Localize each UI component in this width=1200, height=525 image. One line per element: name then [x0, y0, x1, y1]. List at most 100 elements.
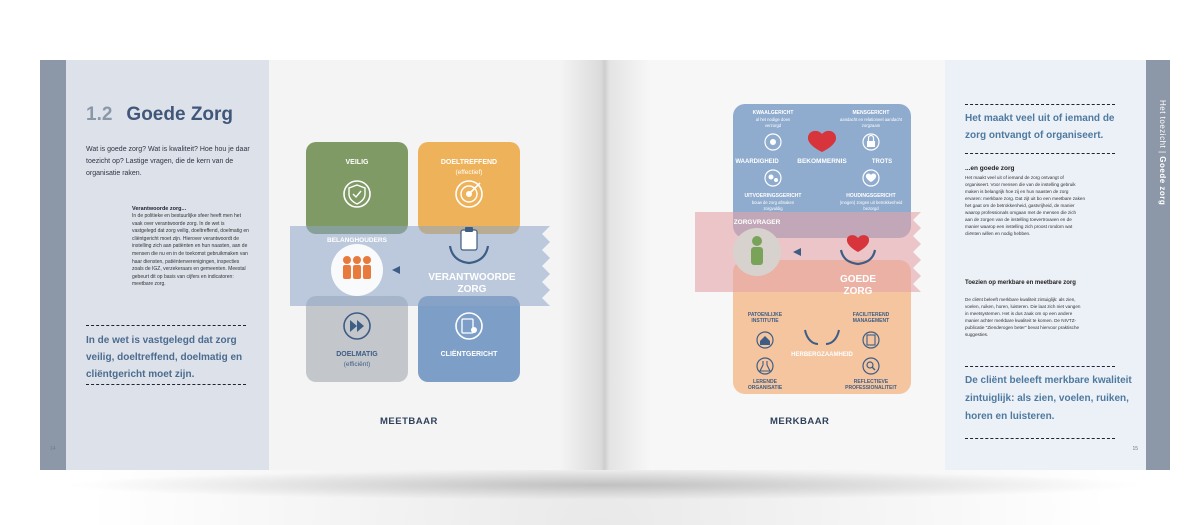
right-page-edge — [1146, 60, 1170, 470]
running-header-part2: Goede zorg — [1158, 156, 1167, 206]
people-icon — [343, 256, 371, 279]
uitvoeringsgericht-label: UITVOERINGSGERICHT — [745, 193, 802, 199]
goede-zorg-label: ZORG — [844, 286, 873, 297]
left-pull-quote: In de wet is vastgelegd dat zorg veilig,… — [86, 335, 243, 380]
kwaalgericht-sub1: al het nodige doen — [756, 117, 791, 122]
verantwoorde-label: VERANTWOORDE — [428, 272, 516, 283]
lerende-label-1: LERENDE — [753, 379, 778, 385]
right-quote2-rule-top — [965, 366, 1115, 367]
zorg-label: ZORG — [458, 284, 487, 295]
running-header: Het toezicht | Goede zorg — [1158, 100, 1167, 205]
left-page-number: 14 — [50, 446, 56, 452]
waardigheid-label: WAARDIGHEID — [735, 159, 779, 165]
bekommernis-block — [733, 104, 911, 238]
person-icon — [751, 236, 763, 265]
clipboard-hands-icon — [448, 227, 490, 265]
left-page: 1.2 Goede Zorg Wat is goede zorg? Wat is … — [40, 60, 605, 470]
flask-icon — [756, 357, 774, 375]
faciliterend-label-2: MANAGEMENT — [853, 318, 889, 324]
goede-label: GOEDE — [840, 274, 876, 285]
magnifier-icon — [862, 357, 880, 375]
fast-forward-icon — [343, 312, 371, 340]
heart-hands-icon — [839, 235, 877, 266]
right-pull-quote: Het maakt veel uit of iemand de zorg ont… — [965, 113, 1115, 141]
quote-rule-bottom — [86, 384, 246, 385]
lerende-label-2: ORGANISATIE — [748, 385, 783, 391]
section-number: 1.2 — [86, 104, 113, 125]
uitvoeringsgericht-sub1: bouw de zorg afmaken — [752, 200, 795, 205]
section-title: Goede Zorg — [126, 104, 234, 125]
uitvoeringsgericht-sub2: zorgvuldig — [763, 206, 783, 211]
meetbaar-caption: MEETBAAR — [380, 416, 438, 427]
right-quote2-rule-bottom — [965, 438, 1115, 439]
client-card-icon — [455, 312, 483, 340]
goede-zorg-subhead: ...en goede zorg — [965, 165, 1015, 172]
veilig-tile — [306, 142, 408, 234]
kwaalgericht-label: KWAALGERICHT — [753, 110, 794, 116]
doelmatig-label: DOELMATIG — [336, 351, 378, 358]
belanghouders-label: BELANGHOUDERS — [327, 237, 388, 244]
heart-outline-icon — [862, 169, 880, 187]
target-icon — [455, 180, 483, 208]
faciliterend-label-1: FACILITEREND — [853, 312, 890, 318]
shield-icon — [343, 180, 371, 208]
doeltreffend-tile — [418, 142, 520, 234]
merkbaar-caption: MERKBAAR — [770, 416, 830, 427]
open-brochure: 1.2 Goede Zorg Wat is goede zorg? Wat is … — [40, 60, 1170, 470]
verantwoorde-zorg-body: In de politieke en bestuurlijke sfeer he… — [132, 213, 249, 288]
toezien-body: De cliënt beleeft merkbare kwaliteit zin… — [965, 297, 1081, 337]
patoenlijke-label-2: INSTITUTIE — [751, 318, 779, 324]
left-text-column — [66, 60, 269, 470]
trots-label: TROTS — [872, 159, 892, 165]
mensgericht-label: MENSGERICHT — [853, 110, 890, 116]
doeltreffend-sub: (effectief) — [456, 169, 483, 176]
book-gutter — [560, 60, 650, 470]
goede-zorg-band — [695, 212, 921, 292]
gears-icon — [764, 169, 782, 187]
doeltreffend-label: DOELTREFFEND — [441, 159, 497, 166]
running-header-separator: | — [1158, 148, 1167, 157]
intro-paragraph: Wat is goede zorg? Wat is kwaliteit? Hoe… — [86, 146, 250, 177]
houdingsgericht-sub1: (mogen) zorgen uit betrokkenheid — [840, 200, 903, 205]
goede-zorg-body: Het maakt veel uit of iemand de zorg ont… — [965, 175, 1086, 236]
zorgvrager-label: ZORGVRAGER — [734, 219, 781, 226]
heart-icon — [807, 130, 837, 152]
herbergzaamheid-block — [733, 260, 911, 394]
house-icon — [756, 331, 774, 349]
quote-rule-top — [86, 325, 246, 326]
toezien-subhead: Toezien op merkbare en meetbare zorg — [965, 280, 1076, 286]
doelmatig-sub: (efficiënt) — [344, 361, 371, 368]
document-icon — [862, 331, 880, 349]
right-quote-rule-top — [965, 104, 1115, 105]
running-header-part1: Het toezicht — [1158, 100, 1167, 149]
kwaalgericht-sub2: verzorgd — [765, 123, 782, 128]
reflectieve-label-1: REFLECTIEVE — [854, 379, 889, 385]
right-text-column — [945, 60, 1146, 470]
right-page-number: 15 — [1132, 446, 1138, 452]
target-small-icon — [764, 133, 782, 151]
bekommernis-label: BEKOMMERNIS — [797, 158, 847, 165]
right-page: Het toezicht | Goede zorg KWAALGERICHT a… — [605, 60, 1170, 470]
clientgericht-label: CLIËNTGERICHT — [441, 350, 499, 358]
veilig-label: VEILIG — [346, 159, 370, 166]
mensgericht-sub2: zorgzaam — [862, 123, 881, 128]
right-quote-rule-bottom — [965, 153, 1115, 154]
section-heading: 1.2 Goede Zorg — [86, 104, 233, 126]
arrow-right-icon — [793, 248, 801, 256]
reflectieve-label-2: PROFESSIONALITEIT — [845, 385, 897, 391]
hands-icon — [804, 329, 840, 345]
houdingsgericht-label: HOUDINGSGERICHT — [846, 193, 895, 199]
book-shadow — [60, 470, 1150, 500]
merkbaar-diagram: KWAALGERICHT al het nodige doen verzorgd… — [695, 104, 921, 394]
verantwoorde-zorg-subhead: Verantwoorde zorg... — [132, 206, 187, 212]
left-page-edge — [40, 60, 66, 470]
right-pull-quote-2: De cliënt beleeft merkbare kwaliteit zin… — [965, 375, 1132, 422]
houdingsgericht-sub2: bezorgd — [863, 206, 879, 211]
mensgericht-sub1: aandacht en relationeel aandacht — [840, 117, 903, 122]
lock-icon — [862, 133, 880, 151]
arrow-icon — [392, 266, 400, 274]
meetbaar-diagram: VEILIG DOELTREFFEND (effectief) BELANGHO… — [290, 142, 550, 382]
patoenlijke-label-1: PATOENLIJKE — [748, 312, 783, 318]
herbergzaamheid-label: HERBERGZAAMHEID — [791, 352, 853, 358]
